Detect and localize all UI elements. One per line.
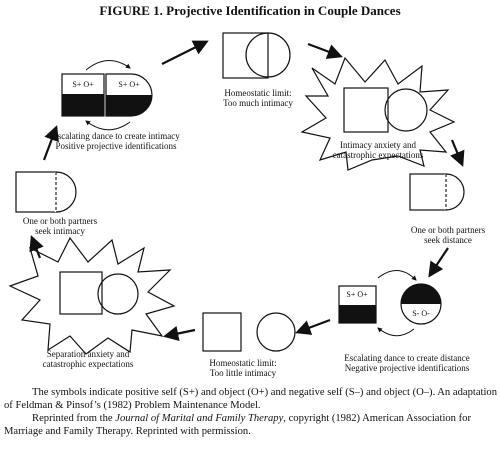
- arrow-to-homeo-low: [295, 318, 331, 335]
- seek-intimacy-label-2: seek intimacy: [35, 226, 85, 236]
- arrow-to-separation-anxiety: [162, 325, 196, 342]
- node-homeostatic-high: Homeostatic limit: Too much intimacy: [222, 32, 293, 108]
- arrow-to-escalate-distance: [428, 247, 449, 278]
- seek-intimacy-label-1: One or both partners: [23, 216, 98, 226]
- arrow-to-escalate-intimacy: [42, 125, 59, 161]
- seek-distance-label-1: One or both partners: [411, 225, 486, 235]
- homeo-high-label-2: Too much intimacy: [223, 98, 293, 108]
- arrow-to-homeo-high: [161, 40, 209, 65]
- escalate-intimacy-label-2: Positive projective identifications: [56, 141, 177, 151]
- escalate-distance-label-1: Escalating dance to create distance: [344, 353, 469, 363]
- pos-right-symbol: S+ O+: [118, 80, 140, 89]
- escalate-intimacy-label-1: Escalating dance to create intimacy: [52, 131, 180, 141]
- homeo-high-label-1: Homeostatic limit:: [224, 88, 291, 98]
- node-seek-distance: One or both partners seek distance: [409, 173, 486, 245]
- arrow-to-seek-intimacy: [29, 235, 44, 259]
- caption-symbols-note: The symbols indicate positive self (S+) …: [4, 387, 498, 411]
- neg-right-symbol: S- O-: [412, 309, 430, 318]
- reprint-prefix: Reprinted from the: [32, 413, 116, 424]
- homeo-low-label-1: Homeostatic limit:: [209, 358, 276, 368]
- homeo-low-label-2: Too little intimacy: [210, 368, 277, 378]
- arrow-to-intimacy-anxiety: [307, 42, 343, 59]
- separation-anxiety-label-1: Separation anxiety and: [47, 349, 130, 359]
- seek-distance-label-2: seek distance: [424, 235, 472, 245]
- pos-left-symbol: S+ O+: [72, 80, 94, 89]
- escalate-distance-label-2: Negative projective identifications: [345, 363, 470, 373]
- intimacy-anxiety-label-2: catastrophic expectations: [333, 150, 424, 160]
- figure-title: FIGURE 1. Projective Identification in C…: [99, 3, 400, 18]
- arrow-to-seek-distance: [450, 139, 465, 167]
- starburst-shape: [8, 236, 176, 355]
- starburst-shape: [300, 56, 456, 171]
- node-separation-anxiety: Separation anxiety and catastrophic expe…: [8, 236, 176, 369]
- caption-reprint-note: Reprinted from the Journal of Marital an…: [4, 412, 498, 438]
- separation-anxiety-label-2: catastrophic expectations: [43, 359, 134, 369]
- node-homeostatic-low: Homeostatic limit: Too little intimacy: [202, 312, 296, 378]
- figure-caption: The symbols indicate positive self (S+) …: [4, 386, 498, 438]
- intimacy-anxiety-label-1: Intimacy anxiety and: [340, 140, 416, 150]
- node-seek-intimacy: One or both partners seek intimacy: [15, 171, 98, 236]
- neg-left-symbol: S+ O+: [346, 290, 368, 299]
- node-escalate-intimacy: S+ O+ S+ O+ Escalating dance to create i…: [52, 60, 180, 151]
- node-intimacy-anxiety: Intimacy anxiety and catastrophic expect…: [300, 56, 456, 171]
- reprint-suffix: , copyright (1982) American Association …: [4, 413, 471, 437]
- journal-name: Journal of Marital and Family Therapy: [115, 413, 284, 424]
- cycle-arrows: [29, 40, 465, 342]
- node-escalate-distance: S+ O+ S- O- Escalating dance to create d…: [338, 270, 470, 373]
